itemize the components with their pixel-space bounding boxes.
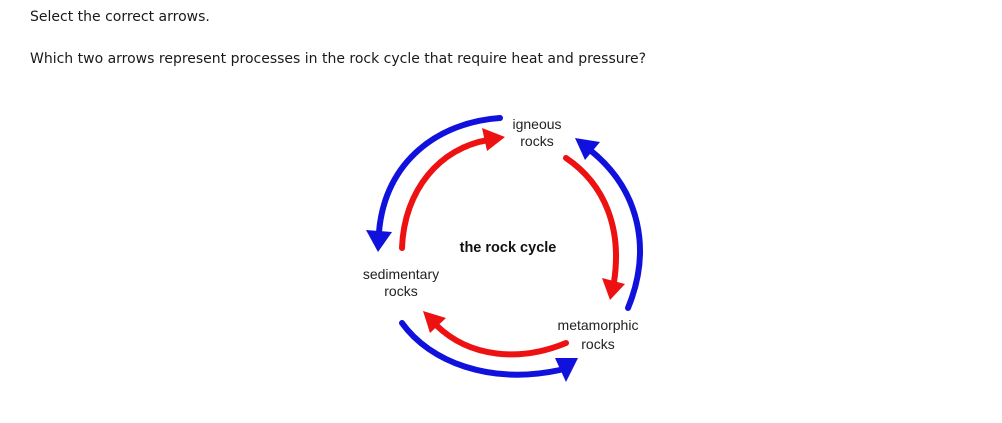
instruction-text: Select the correct arrows. (30, 9, 210, 25)
node-igneous-label-line1: igneous (512, 116, 561, 132)
node-igneous-label-line2: rocks (520, 133, 553, 149)
node-sedimentary-label-line2: rocks (384, 283, 417, 299)
node-sedimentary-label-line1: sedimentary (363, 266, 439, 282)
node-metamorphic-label-line2: rocks (581, 336, 614, 352)
arrow-igneous-to-metamorphic[interactable] (563, 155, 625, 300)
arrow-metamorphic-to-igneous[interactable] (575, 138, 643, 311)
arrow-sedimentary-to-igneous[interactable] (399, 128, 505, 251)
node-metamorphic-label-line1: metamorphic (558, 317, 639, 333)
diagram-title: the rock cycle (460, 240, 557, 256)
arrow-metamorphic-to-sedimentary[interactable] (423, 311, 569, 358)
arrow-sedimentary-to-metamorphic[interactable] (399, 320, 578, 382)
question-text: Which two arrows represent processes in … (30, 51, 647, 67)
arrow-igneous-to-sedimentary[interactable] (366, 115, 503, 252)
